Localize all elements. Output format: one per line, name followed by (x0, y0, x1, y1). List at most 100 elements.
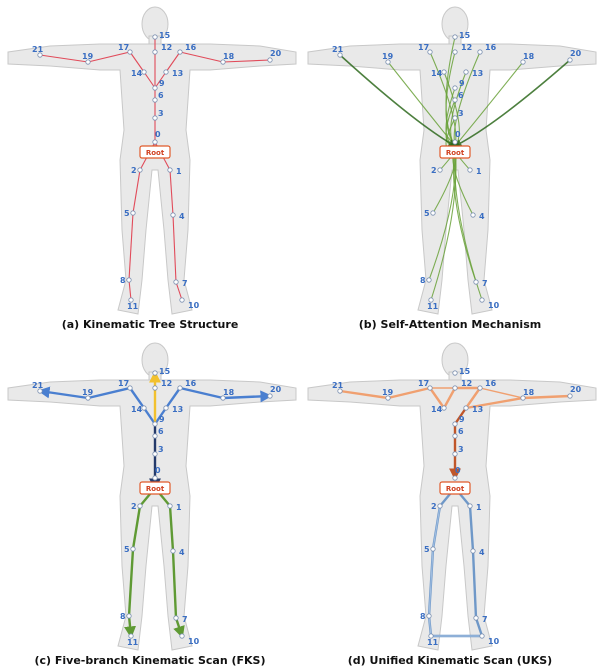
d-joint-label-6: 6 (458, 427, 464, 436)
human-body-silhouette (8, 7, 296, 314)
a-joint-label-13: 13 (172, 69, 183, 78)
b-joint-label-4: 4 (479, 212, 485, 221)
d-joint-12 (453, 386, 457, 390)
c-joint-label-13: 13 (172, 405, 183, 414)
a-joint-label-12: 12 (161, 43, 172, 52)
b-joint-label-21: 21 (332, 45, 344, 54)
b-joint-label-6: 6 (458, 91, 464, 100)
a-joint-label-3: 3 (158, 109, 164, 118)
d-joint-label-18: 18 (523, 388, 535, 397)
d-joint-label-20: 20 (570, 385, 582, 394)
a-joint-label-16: 16 (185, 43, 197, 52)
a-joint-3 (153, 116, 157, 120)
b-root-label: Root (446, 149, 465, 157)
b-joint-20 (568, 58, 572, 62)
d-joint-label-17: 17 (418, 379, 429, 388)
a-joint-label-10: 10 (188, 301, 200, 310)
b-joint-8 (427, 278, 431, 282)
c-joint-label-21: 21 (32, 381, 44, 390)
d-joint-label-14: 14 (431, 405, 443, 414)
a-joint-label-18: 18 (223, 52, 235, 61)
a-joint-label-17: 17 (118, 43, 129, 52)
a-joint-label-1: 1 (176, 167, 182, 176)
panel-a-caption: (a) Kinematic Tree Structure (0, 318, 300, 331)
c-joint-label-18: 18 (223, 388, 235, 397)
a-joint-label-5: 5 (124, 209, 130, 218)
panel-b-figure: Root0123456789101112131415161718192021 (300, 0, 600, 320)
b-joint-1 (468, 168, 472, 172)
a-joint-label-8: 8 (120, 276, 126, 285)
d-joint-20 (568, 394, 572, 398)
a-joint-14 (142, 70, 146, 74)
c-joint-3 (153, 452, 157, 456)
b-joint-6 (453, 98, 457, 102)
c-joint-label-19: 19 (82, 388, 94, 397)
panel-d-figure: Root0123456789101112131415161718192021 (300, 336, 600, 656)
panel-c-caption: (c) Five-branch Kinematic Scan (FKS) (0, 654, 300, 667)
c-joint-13 (164, 406, 168, 410)
c-joint-8 (127, 614, 131, 618)
c-joint-label-2: 2 (131, 502, 137, 511)
a-joint-20 (268, 58, 272, 62)
human-body-silhouette (308, 343, 596, 650)
d-joint-label-9: 9 (459, 415, 465, 424)
a-joint-12 (153, 50, 157, 54)
a-joint-label-0: 0 (155, 130, 161, 139)
b-joint-label-11: 11 (427, 302, 439, 311)
b-joint-label-17: 17 (418, 43, 429, 52)
a-joint-5 (131, 211, 135, 215)
b-joint-2 (438, 168, 442, 172)
a-joint-7 (174, 280, 178, 284)
c-joint-15 (153, 371, 157, 375)
c-joint-label-11: 11 (127, 638, 139, 647)
a-joint-2 (138, 168, 142, 172)
d-joint-label-7: 7 (482, 615, 488, 624)
d-joint-label-10: 10 (488, 637, 500, 646)
b-joint-10 (480, 298, 484, 302)
b-joint-label-8: 8 (420, 276, 426, 285)
c-joint-label-8: 8 (120, 612, 126, 621)
d-joint-10 (480, 634, 484, 638)
b-joint-label-20: 20 (570, 49, 582, 58)
panel-d: Root0123456789101112131415161718192021 (… (300, 336, 600, 671)
b-joint-label-1: 1 (476, 167, 482, 176)
a-joint-label-14: 14 (131, 69, 143, 78)
c-joint-label-6: 6 (158, 427, 164, 436)
d-joint-label-3: 3 (458, 445, 464, 454)
c-joint-9 (153, 422, 157, 426)
body-torso-limbs (308, 380, 596, 650)
a-joint-label-2: 2 (131, 166, 137, 175)
c-joint-14 (142, 406, 146, 410)
c-joint-label-20: 20 (270, 385, 282, 394)
a-joint-13 (164, 70, 168, 74)
body-torso-limbs (308, 44, 596, 314)
b-joint-label-12: 12 (461, 43, 472, 52)
d-joint-label-16: 16 (485, 379, 497, 388)
d-joint-label-19: 19 (382, 388, 394, 397)
panel-c: Root0123456789101112131415161718192021 (… (0, 336, 300, 671)
a-joint-label-19: 19 (82, 52, 94, 61)
human-body-silhouette (8, 343, 296, 650)
a-joint-label-7: 7 (182, 279, 188, 288)
panel-b-caption: (b) Self-Attention Mechanism (300, 318, 600, 331)
b-joint-0 (453, 140, 457, 144)
c-joint-label-7: 7 (182, 615, 188, 624)
d-joint-4 (471, 549, 475, 553)
panel-c-figure: Root0123456789101112131415161718192021 (0, 336, 300, 656)
b-joint-3 (453, 116, 457, 120)
a-joint-1 (168, 168, 172, 172)
b-joint-label-3: 3 (458, 109, 464, 118)
c-joint-label-1: 1 (176, 503, 182, 512)
b-joint-label-15: 15 (459, 31, 471, 40)
c-joint-label-14: 14 (131, 405, 143, 414)
b-joint-label-2: 2 (431, 166, 437, 175)
c-joint-20 (268, 394, 272, 398)
d-joint-label-21: 21 (332, 381, 344, 390)
a-joint-8 (127, 278, 131, 282)
d-joint-label-12: 12 (461, 379, 472, 388)
d-joint-label-4: 4 (479, 548, 485, 557)
d-joint-7 (474, 616, 478, 620)
d-joint-label-15: 15 (459, 367, 471, 376)
